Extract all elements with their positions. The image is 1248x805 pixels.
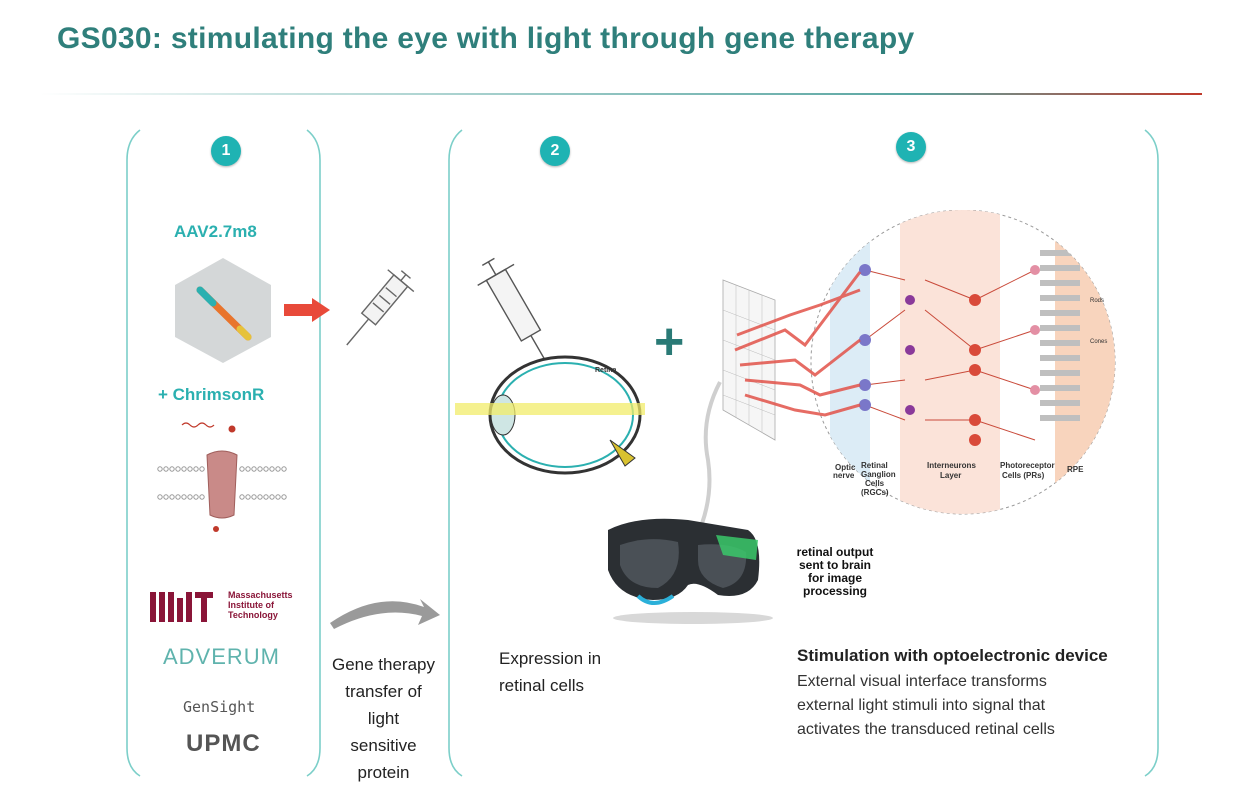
cable-icon — [694, 381, 722, 539]
retinal-output-line-1: retinal output — [796, 545, 874, 559]
rgc-label-2: Ganglion — [861, 470, 896, 479]
retinal-output-line-3: for image — [807, 571, 862, 585]
rgc-label-4: (RGCs) — [861, 488, 889, 497]
adverum-logo: ADVERUM — [163, 644, 281, 669]
rods-label: Rods — [1090, 298, 1104, 304]
optic-nerve-label-1: Optic — [835, 463, 856, 472]
eye-injection-diagram: Retina — [455, 257, 645, 475]
photoreceptor-label-2: Cells (PRs) — [1002, 471, 1045, 480]
step-3-badge: 3 — [896, 132, 926, 162]
stimulation-line-2: external light stimuli into signal that — [797, 697, 1046, 714]
retinal-output-caption: retinal output sent to brain for image p… — [780, 546, 890, 598]
interneurons-label-1: Interneurons — [927, 461, 976, 470]
gene-therapy-line-2: transfer of — [345, 682, 422, 701]
rgc-label-3: Cells — [865, 479, 885, 488]
retinal-output-line-4: processing — [802, 584, 868, 598]
expression-line-1: Expression in — [499, 649, 602, 668]
title-divider — [40, 93, 1202, 95]
curved-arrow-icon — [330, 599, 440, 629]
stimulation-caption-body: External visual interface transforms ext… — [797, 670, 1055, 742]
expression-caption: Expression in retinal cells — [499, 645, 601, 699]
gene-therapy-line-5: protein — [357, 763, 410, 782]
interneurons-label-2: Layer — [940, 471, 961, 480]
retinal-output-line-2: sent to brain — [798, 558, 871, 572]
chrimsonr-channel-icon — [157, 422, 287, 532]
mit-logo-icon — [150, 592, 213, 622]
optic-nerve-label-2: nerve — [833, 471, 855, 480]
retina-eye-label: Retina — [595, 367, 617, 374]
protein-label: + ChrimsonR — [158, 385, 265, 404]
mit-line-2: Institute of — [228, 600, 274, 610]
vector-label: AAV2.7m8 — [174, 222, 257, 241]
step-1-badge: 1 — [211, 136, 241, 166]
syringe-icon — [346, 269, 415, 346]
optoelectronic-goggles-icon — [608, 518, 773, 624]
gene-therapy-line-3: light — [367, 709, 400, 728]
cones-label: Cones — [1090, 339, 1107, 345]
mit-line-1: Massachusetts — [228, 590, 293, 600]
arrow-right-icon — [284, 298, 330, 322]
mit-logo-text: Massachusetts Institute of Technology — [228, 590, 293, 620]
rpe-label: RPE — [1067, 465, 1084, 474]
stimulation-caption-title: Stimulation with optoelectronic device — [797, 646, 1108, 665]
plus-icon: + — [654, 313, 685, 371]
gene-therapy-line-4: sensitive — [350, 736, 417, 755]
step-2-badge: 2 — [540, 136, 570, 166]
mit-line-3: Technology — [228, 610, 278, 620]
stimulation-line-1: External visual interface transforms — [797, 673, 1047, 690]
stimulation-line-3: activates the transduced retinal cells — [797, 721, 1055, 738]
photoreceptor-label-1: Photoreceptor — [1000, 461, 1055, 470]
page-title: GS030: stimulating the eye with light th… — [57, 22, 915, 55]
expression-line-2: retinal cells — [499, 676, 585, 695]
gene-therapy-caption: Gene therapy transfer of light sensitive… — [321, 651, 446, 786]
aav-capsid-icon — [175, 258, 271, 363]
upmc-logo: UPMC — [186, 730, 261, 757]
gene-therapy-line-1: Gene therapy — [331, 655, 435, 674]
rgc-label-1: Retinal — [861, 461, 888, 470]
gensight-logo: GenSight — [183, 698, 256, 716]
